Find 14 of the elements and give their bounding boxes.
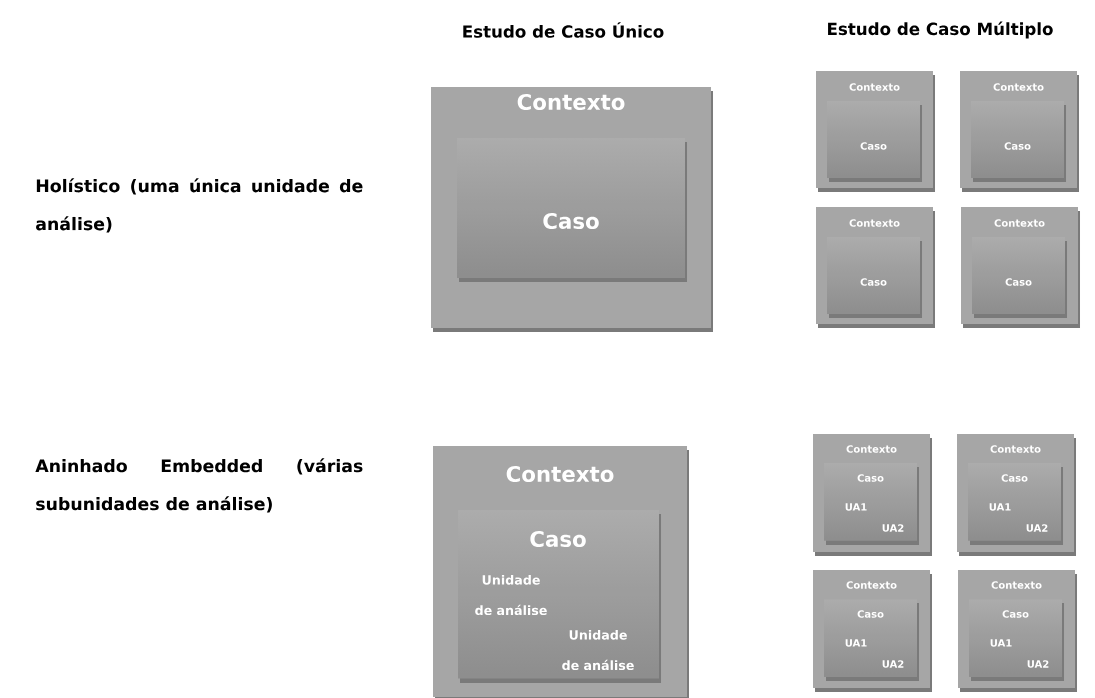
case-box: Caso bbox=[827, 101, 922, 182]
case-box: Caso bbox=[972, 237, 1067, 318]
case-box: Caso UA1 UA2 bbox=[824, 463, 919, 545]
column-heading: Estudo de Caso Único bbox=[463, 22, 664, 38]
case-box: Caso bbox=[827, 237, 922, 318]
column-heading: Estudo de Caso Múltiplo bbox=[828, 21, 1053, 39]
row-heading: Holístico (uma única unidade de análise) bbox=[36, 178, 363, 233]
case-box: Caso UA1 UA2 bbox=[968, 463, 1063, 545]
row-heading: Aninhado Embedded (várias subunidades de análise) bbox=[35, 458, 363, 513]
case-box: Caso bbox=[457, 138, 687, 282]
case-box: Caso UA1 UA2 bbox=[824, 599, 919, 681]
case-box: Caso bbox=[971, 101, 1066, 182]
case-box: Caso Unidade de análise Unidade de análise bbox=[458, 510, 661, 683]
case-box: Caso UA1 UA2 bbox=[969, 599, 1064, 681]
